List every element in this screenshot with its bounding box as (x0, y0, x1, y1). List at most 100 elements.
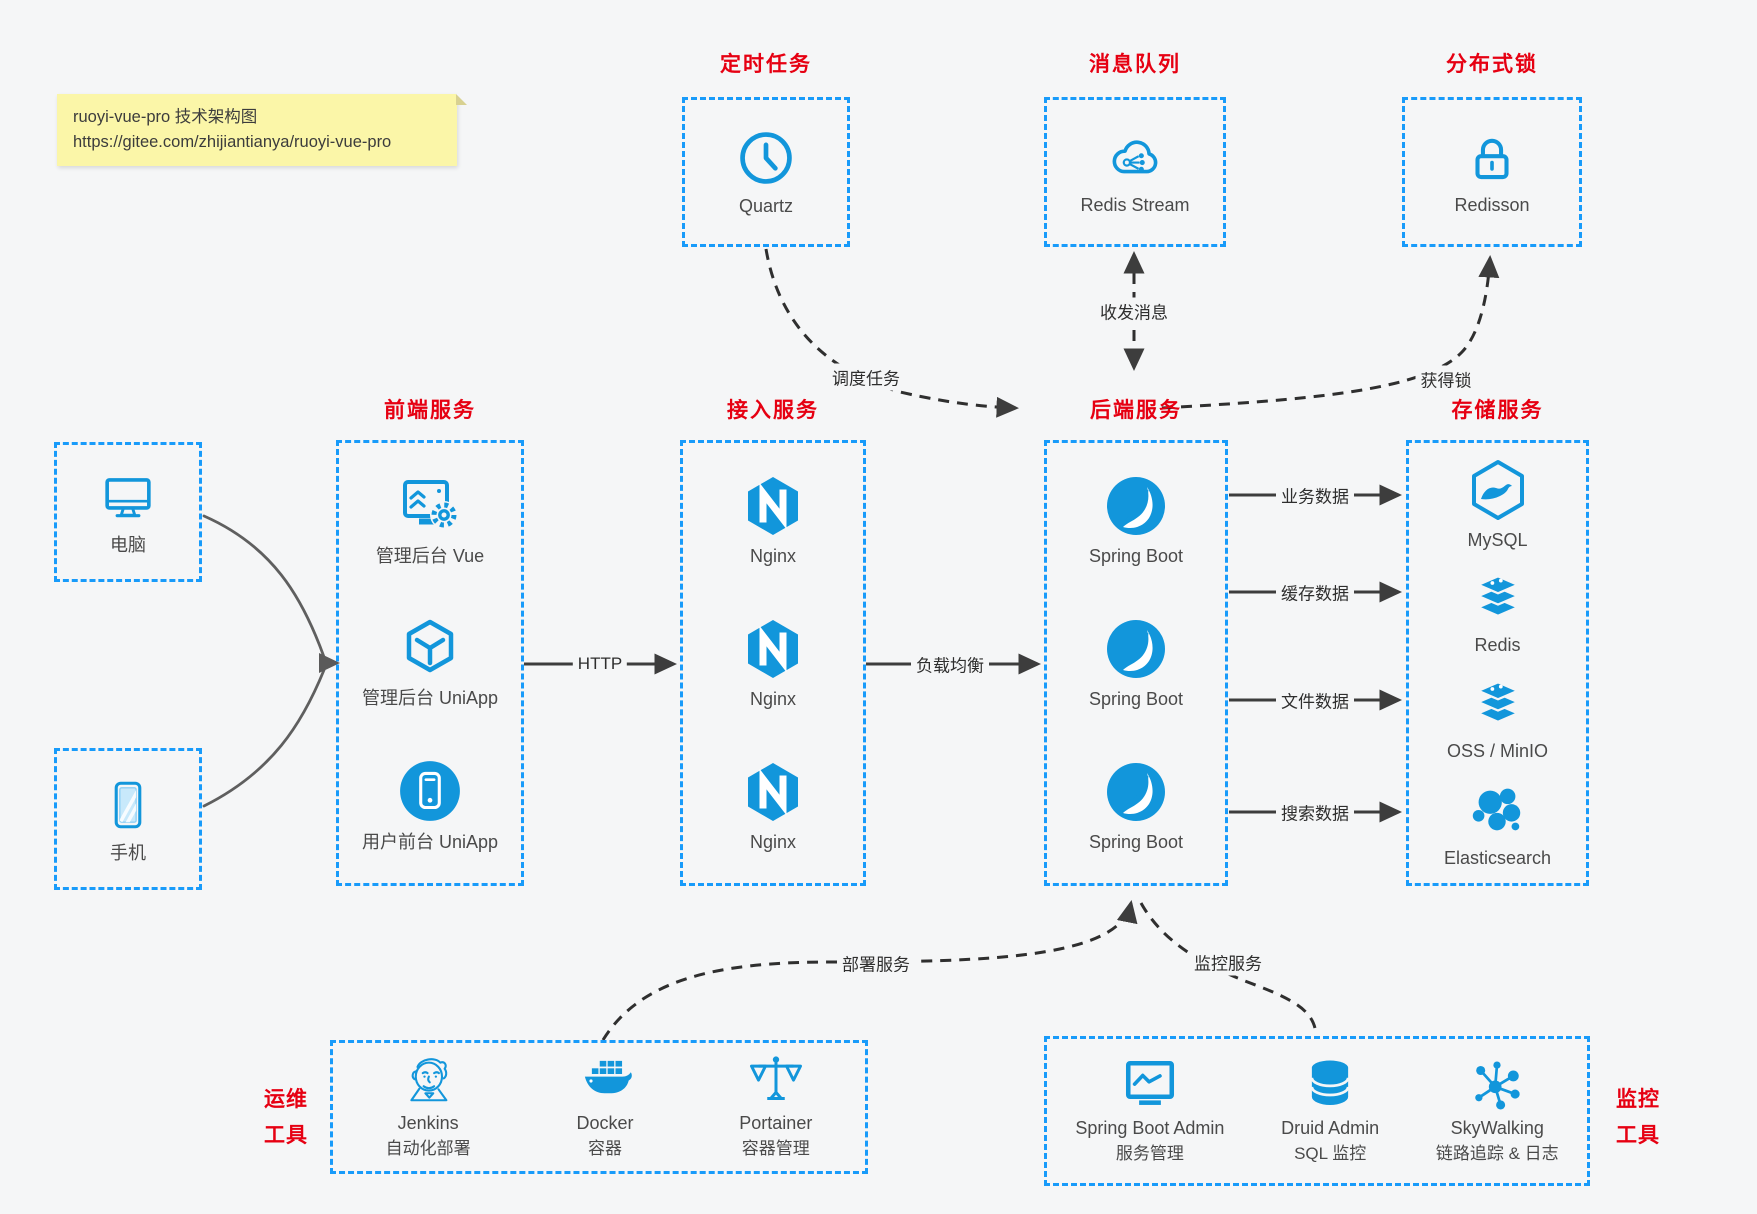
springboot-icon (1107, 477, 1165, 536)
druid-node: Druid Admin SQL 监控 (1281, 1056, 1379, 1166)
nginx-node: Nginx (741, 474, 805, 566)
title-scheduled-tasks: 定时任务 (720, 53, 812, 76)
druid-database-icon (1310, 1060, 1350, 1105)
title-storage: 存储服务 (1451, 399, 1544, 422)
skywalking-node: SkyWalking 链路追踪 & 日志 (1436, 1056, 1559, 1166)
springboot-node: Spring Boot (1089, 617, 1183, 709)
phone-node: 手机 (99, 775, 157, 863)
portainer-icon (749, 1056, 802, 1100)
note-url: https://gitee.com/zhijiantianya/ruoyi-vu… (73, 133, 392, 151)
user-uniapp-node: 用户前台 UniApp (362, 758, 498, 852)
title-distributed-lock: 分布式锁 (1446, 53, 1538, 76)
oss-minio-node: OSS / MinIO (1447, 673, 1548, 761)
redisson-label: Redisson (1454, 195, 1530, 215)
edge-label-load-balance: 负载均衡 (911, 650, 989, 678)
scheduled-tasks-box: Quartz (682, 97, 850, 247)
nginx-icon (748, 762, 798, 821)
monitor-title-line1: 监控 (1616, 1088, 1660, 1111)
admin-uniapp-label: 管理后台 UniApp (361, 688, 499, 708)
title-monitor-tools: 监控 工具 (1596, 1082, 1680, 1154)
jenkins-desc: 自动化部署 (385, 1139, 471, 1158)
springboot-label: Spring Boot (1088, 688, 1184, 709)
edge-label-cache-data: 缓存数据 (1276, 578, 1354, 606)
springboot-icon (1107, 619, 1165, 678)
uniapp-cube-icon (406, 619, 454, 673)
edge-label-monitor-service: 监控服务 (1189, 948, 1267, 976)
edge-label-file-data: 文件数据 (1276, 686, 1354, 714)
uniapp-user-icon (400, 761, 460, 821)
user-uniapp-label: 用户前台 UniApp (361, 832, 499, 852)
access-box: Nginx Nginx Nginx (680, 440, 866, 886)
springboot-label: Spring Boot (1088, 831, 1184, 852)
nginx-node: Nginx (741, 617, 805, 709)
desktop-icon (105, 478, 151, 518)
oss-minio-label: OSS / MinIO (1446, 740, 1549, 761)
elasticsearch-label: Elasticsearch (1443, 848, 1552, 869)
mysql-node: MySQL (1466, 458, 1530, 550)
lock-icon (1475, 138, 1509, 180)
edge-label-acquire-lock: 获得锁 (1415, 365, 1477, 393)
skywalking-desc: 链路追踪 & 日志 (1435, 1144, 1559, 1163)
redis-node: Redis (1465, 567, 1531, 655)
edge-label-send-receive-message: 收发消息 (1095, 297, 1173, 325)
ops-title-line1: 运维 (264, 1088, 308, 1111)
admin-uniapp-node: 管理后台 UniApp (362, 616, 498, 708)
nginx-label: Nginx (749, 831, 797, 852)
phone-box: 手机 (54, 748, 202, 890)
edge-label-deploy-service: 部署服务 (837, 949, 915, 977)
skywalking-label: SkyWalking (1450, 1118, 1544, 1138)
nginx-icon (748, 619, 798, 678)
elasticsearch-node: Elasticsearch (1444, 778, 1551, 868)
distributed-lock-box: Redisson (1402, 97, 1582, 247)
springboot-node: Spring Boot (1089, 474, 1183, 566)
computer-node: 电脑 (97, 469, 159, 555)
nginx-label: Nginx (749, 688, 797, 709)
quartz-node: Quartz (736, 128, 796, 216)
mysql-icon (1471, 459, 1524, 520)
admin-vue-node: 管理后台 Vue (376, 474, 484, 566)
portainer-node: Portainer 容器管理 (739, 1053, 812, 1161)
title-access: 接入服务 (727, 399, 819, 422)
oss-stack-icon (1474, 680, 1521, 723)
ops-tools-box: Jenkins 自动化部署 Docker 容器 (330, 1040, 868, 1174)
edge-label-schedule-task: 调度任务 (827, 363, 905, 391)
docker-icon (583, 1060, 632, 1094)
nginx-label: Nginx (749, 546, 797, 567)
docker-node: Docker 容器 (576, 1053, 634, 1161)
title-ops-tools: 运维 工具 (244, 1082, 328, 1154)
springboot-admin-label: Spring Boot Admin (1075, 1118, 1225, 1138)
sticky-note: ruoyi-vue-pro 技术架构图 https://gitee.com/zh… (57, 94, 457, 166)
springboot-icon (1107, 762, 1165, 821)
druid-desc: SQL 监控 (1294, 1144, 1367, 1163)
springboot-label: Spring Boot (1088, 546, 1184, 567)
redis-label: Redis (1474, 635, 1521, 656)
smartphone-icon (114, 781, 142, 829)
computer-label: 电脑 (110, 535, 146, 555)
admin-vue-label: 管理后台 Vue (375, 546, 485, 566)
clock-icon (740, 132, 792, 184)
springboot-admin-desc: 服务管理 (1115, 1144, 1184, 1163)
springboot-admin-icon (1125, 1060, 1174, 1105)
monitor-tools-box: Spring Boot Admin 服务管理 Druid Admin SQL 监… (1044, 1036, 1590, 1186)
springboot-admin-node: Spring Boot Admin 服务管理 (1075, 1056, 1224, 1166)
cloud-network-icon (1112, 140, 1158, 174)
springboot-node: Spring Boot (1089, 760, 1183, 852)
portainer-desc: 容器管理 (741, 1139, 810, 1158)
portainer-label: Portainer (739, 1113, 813, 1133)
backend-box: Spring Boot Spring Boot Spring Boot (1044, 440, 1228, 886)
title-message-queue: 消息队列 (1089, 53, 1181, 76)
title-frontend: 前端服务 (384, 399, 476, 422)
edge-label-business-data: 业务数据 (1276, 481, 1354, 509)
admin-vue-icon (403, 480, 458, 529)
frontend-box: 管理后台 Vue 管理后台 UniApp 用户前台 UniApp (336, 440, 524, 886)
jenkins-node: Jenkins 自动化部署 (386, 1053, 471, 1161)
phone-label: 手机 (110, 843, 146, 863)
edge-label-http: HTTP (572, 653, 628, 675)
elasticsearch-icon (1473, 788, 1521, 831)
title-backend: 后端服务 (1090, 399, 1182, 422)
monitor-title-line2: 工具 (1616, 1124, 1660, 1147)
ops-title-line2: 工具 (264, 1124, 308, 1147)
docker-desc: 容器 (587, 1139, 622, 1158)
docker-label: Docker (576, 1113, 634, 1133)
